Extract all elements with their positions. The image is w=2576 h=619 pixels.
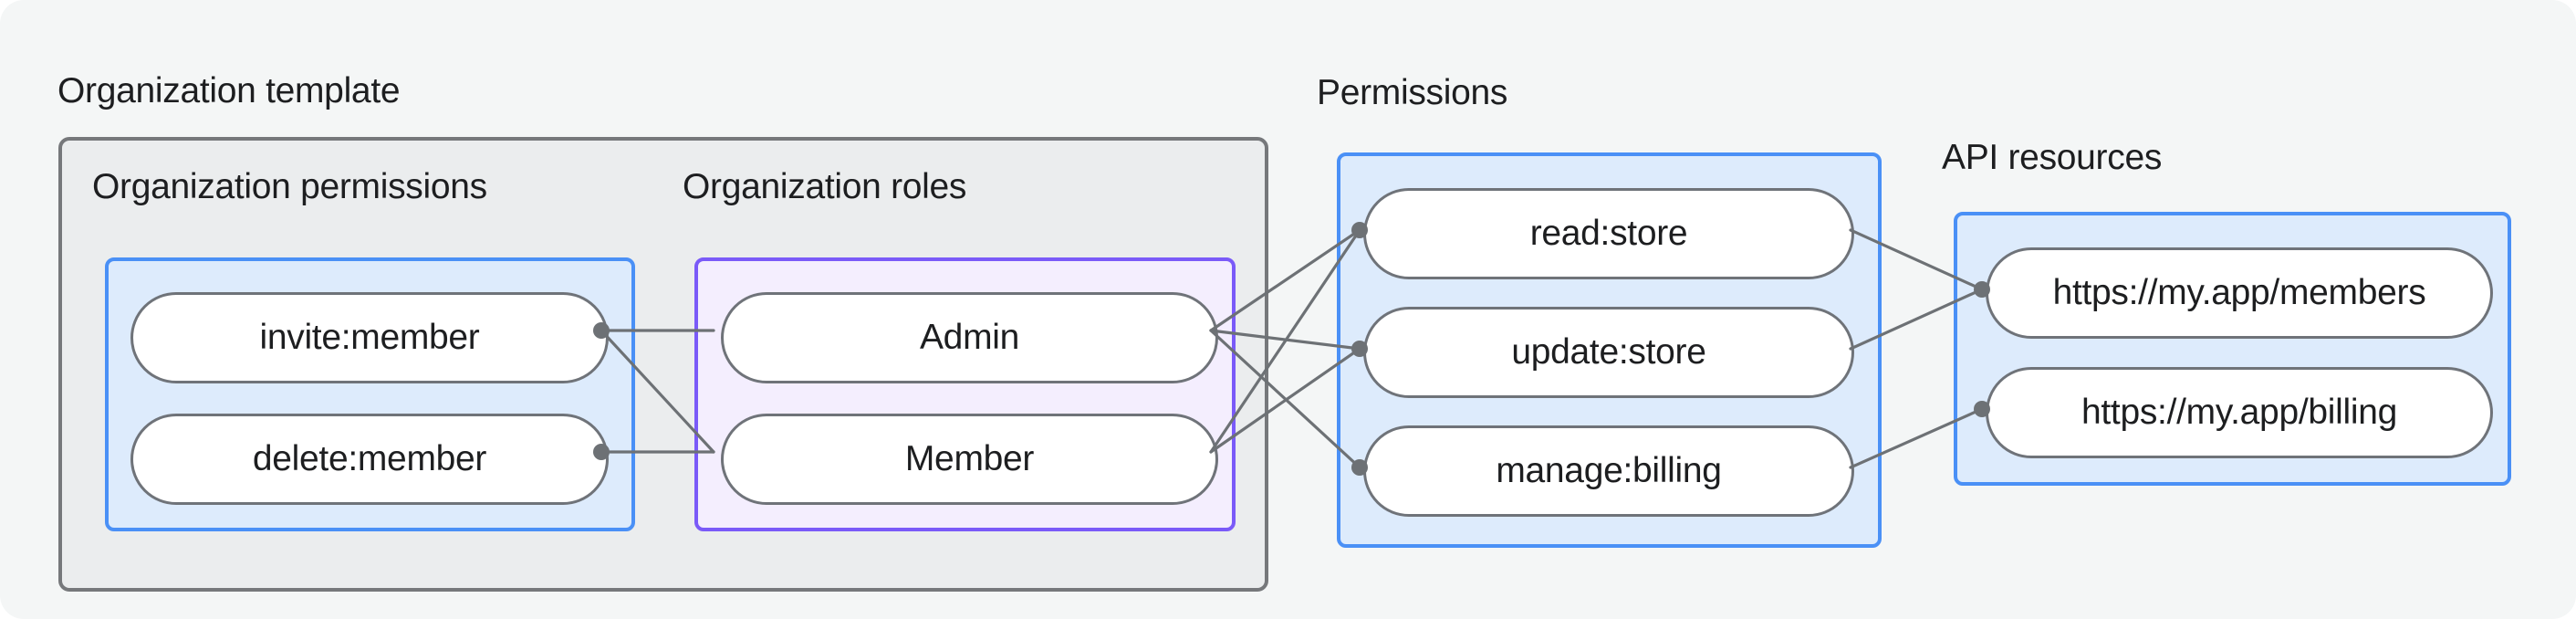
node-delete-member: delete:member	[130, 414, 609, 505]
node-api-billing: https://my.app/billing	[1986, 367, 2493, 458]
org-permissions-box: invite:member delete:member	[105, 257, 635, 531]
node-member: Member	[721, 414, 1218, 505]
node-manage-billing: manage:billing	[1363, 425, 1854, 517]
org-template-label: Organization template	[57, 71, 401, 110]
permissions-label: Permissions	[1317, 73, 1508, 112]
org-roles-label: Organization roles	[683, 167, 967, 206]
permissions-box: read:store update:store manage:billing	[1337, 152, 1882, 548]
node-api-members: https://my.app/members	[1986, 247, 2493, 339]
node-update-store: update:store	[1363, 307, 1854, 398]
api-resources-box: https://my.app/members https://my.app/bi…	[1954, 212, 2511, 486]
api-resources-label: API resources	[1942, 138, 2163, 177]
org-roles-box: Admin Member	[694, 257, 1236, 531]
org-permissions-label: Organization permissions	[92, 167, 487, 206]
node-read-store: read:store	[1363, 188, 1854, 279]
org-template-box: Organization permissions Organization ro…	[58, 137, 1268, 592]
node-admin: Admin	[721, 292, 1218, 383]
node-invite-member: invite:member	[130, 292, 609, 383]
